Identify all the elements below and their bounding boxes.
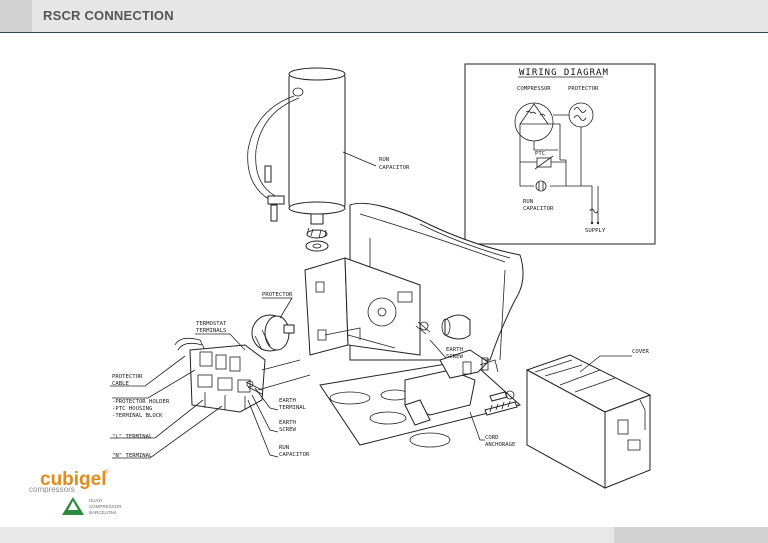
label-termostat-1: TERMOSTAT	[196, 321, 227, 327]
leader-lines	[110, 151, 632, 459]
huayi-line-2: COMPRESSOR	[89, 504, 122, 509]
cubigel-logo: cubigel ® compressors	[29, 469, 109, 494]
label-holder-2: -PTC HOUSING	[112, 406, 153, 412]
label-holder-3: -TERMINAL BLOCK	[112, 413, 163, 419]
run-capacitor-part	[247, 67, 346, 252]
terminal-block	[174, 337, 311, 413]
wiring-run-label: RUN	[523, 199, 533, 205]
header-accent	[0, 0, 32, 32]
huayi-line-1: HUAYI	[89, 498, 102, 503]
logo-brand: cubigel	[40, 469, 107, 490]
logo-tagline: compressors	[29, 485, 75, 494]
earth-screw-lower	[245, 380, 263, 395]
label-termostat-2: TERMINALS	[196, 328, 226, 334]
label-protector-cable-2: CABLE	[112, 381, 129, 387]
label-holder-1: -PROTECTOR HOLDER	[112, 399, 170, 405]
mounting-bracket	[304, 257, 421, 356]
part-labels: RUN CAPACITOR PROTECTOR TERMOSTAT TERMIN…	[112, 157, 649, 459]
label-run-capacitor-low-2: CAPACITOR	[279, 452, 310, 458]
huayi-logo: HUAYI COMPRESSOR BARCELONA	[62, 497, 122, 515]
ptc-symbol	[536, 157, 552, 168]
label-protector-cable-1: PROTECTOR	[112, 374, 143, 380]
header-bar	[0, 0, 768, 33]
label-earth-screw-mid-2: SCREW	[446, 354, 463, 360]
wiring-supply-label: SUPPLY	[585, 228, 606, 234]
label-run-capacitor-low-1: RUN	[279, 445, 289, 451]
label-earth-screw-low-2: SCREW	[279, 427, 296, 433]
page-title: RSCR CONNECTION	[43, 8, 174, 23]
label-run-capacitor-top-2: CAPACITOR	[379, 165, 410, 171]
wiring-diagram-title: WIRING DIAGRAM	[519, 68, 609, 78]
wiring-protector-label: PROTECTOR	[568, 86, 599, 92]
wiring-capacitor-label: CAPACITOR	[523, 206, 554, 212]
huayi-line-3: BARCELONA	[89, 510, 117, 515]
label-earth-screw-mid-1: EARTH	[446, 347, 463, 353]
label-n-terminal: "N" TERMINAL	[112, 453, 153, 459]
label-earth-terminal-1: EARTH	[279, 398, 296, 404]
label-protector: PROTECTOR	[262, 292, 293, 298]
earth-screw-upper	[415, 314, 471, 340]
cover-part	[525, 354, 652, 489]
label-earth-screw-low-1: EARTH	[279, 420, 296, 426]
logo-registered: ®	[104, 469, 109, 476]
wiring-diagram: WIRING DIAGRAM COMPRESSOR PROTECTOR PTC …	[464, 63, 656, 245]
label-cord-2: ANCHORAGE	[485, 442, 516, 448]
footer-bar	[0, 527, 768, 543]
footer-accent	[614, 527, 768, 543]
run-capacitor-symbol	[535, 180, 547, 192]
protector-part	[251, 314, 295, 352]
cord-anchorage-part	[404, 349, 518, 426]
label-cord-1: CORD	[485, 435, 499, 441]
label-l-terminal: "L" TERMINAL	[112, 434, 153, 440]
label-cover: COVER	[632, 349, 649, 355]
wiring-compressor-label: COMPRESSOR	[517, 86, 551, 92]
wiring-ptc-label: PTC	[535, 151, 545, 157]
label-earth-terminal-2: TERMINAL	[279, 405, 307, 411]
label-run-capacitor-top-1: RUN	[379, 157, 389, 163]
